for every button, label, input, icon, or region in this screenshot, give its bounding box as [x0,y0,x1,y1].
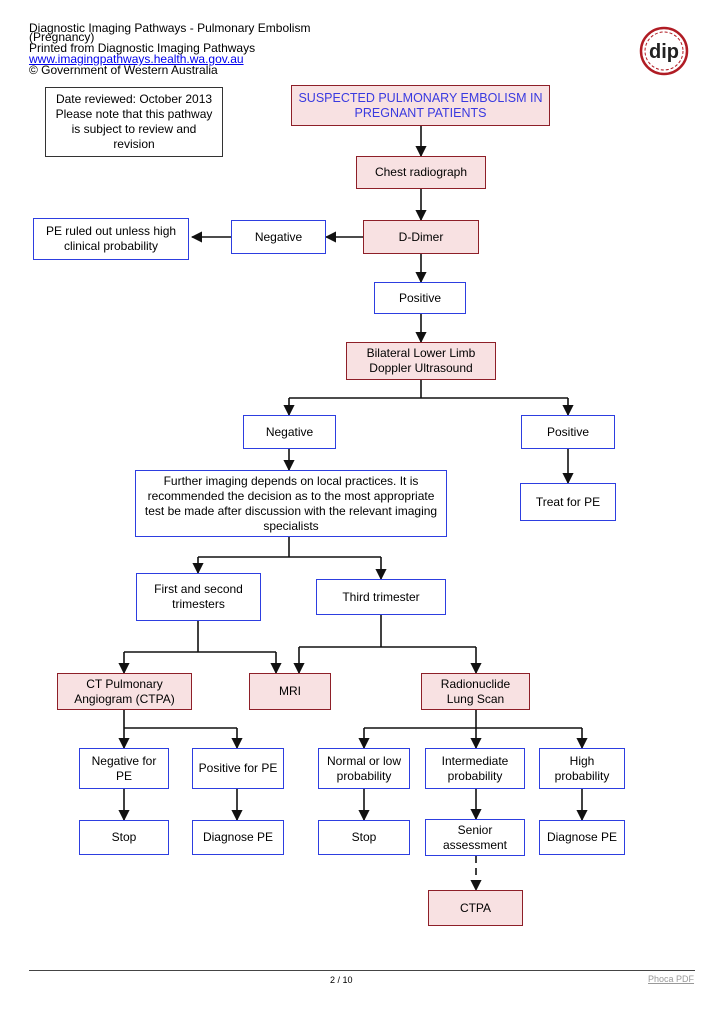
copyright: © Government of Western Australia [29,63,218,77]
node-treat-pe: Treat for PE [520,483,616,521]
node-stop-2: Stop [318,820,410,855]
node-diagnose-pe-2: Diagnose PE [539,820,625,855]
node-positive-for-pe: Positive for PE [192,748,284,789]
node-normal-low: Normal or low probability [318,748,410,789]
node-ctpa: CTPA [428,890,523,926]
node-ctpa-angiogram: CT Pulmonary Angiogram (CTPA) [57,673,192,710]
node-doppler-negative: Negative [243,415,336,449]
node-stop-1: Stop [79,820,169,855]
node-mri: MRI [249,673,331,710]
node-diagnose-pe-1: Diagnose PE [192,820,284,855]
dip-logo-icon: dip [639,26,689,76]
node-further-imaging: Further imaging depends on local practic… [135,470,447,537]
header-title-line2: (Pregnancy) [29,30,95,44]
page-number: 2 / 10 [330,975,353,985]
node-d-dimer-negative: Negative [231,220,326,254]
printed-from: Printed from Diagnostic Imaging Pathways [29,41,256,55]
node-doppler-positive: Positive [521,415,615,449]
node-senior-assessment: Senior assessment [425,819,525,856]
node-chest-radiograph: Chest radiograph [356,156,486,189]
node-d-dimer: D-Dimer [363,220,479,254]
node-third-trimester: Third trimester [316,579,446,615]
node-d-dimer-positive: Positive [374,282,466,314]
node-start: SUSPECTED PULMONARY EMBOLISM IN PREGNANT… [291,85,550,126]
review-note: Date reviewed: October 2013 Please note … [45,87,223,157]
node-pe-ruled-out: PE ruled out unless high clinical probab… [33,218,189,260]
header-title: Diagnostic Imaging Pathways - Pulmonary … [29,21,311,35]
site-link[interactable]: www.imagingpathways.health.wa.gov.au [29,52,244,66]
node-doppler: Bilateral Lower Limb Doppler Ultrasound [346,342,496,380]
logo-text: dip [649,41,679,63]
node-high: High probability [539,748,625,789]
footer-divider [29,970,695,971]
node-radionuclide: Radionuclide Lung Scan [421,673,530,710]
site-link-wrap: www.imagingpathways.health.wa.gov.au [29,53,244,65]
node-intermediate: Intermediate probability [425,748,525,789]
node-first-second-trimesters: First and second trimesters [136,573,261,621]
node-negative-for-pe: Negative for PE [79,748,169,789]
phoca-pdf-link[interactable]: Phoca PDF [648,974,695,984]
